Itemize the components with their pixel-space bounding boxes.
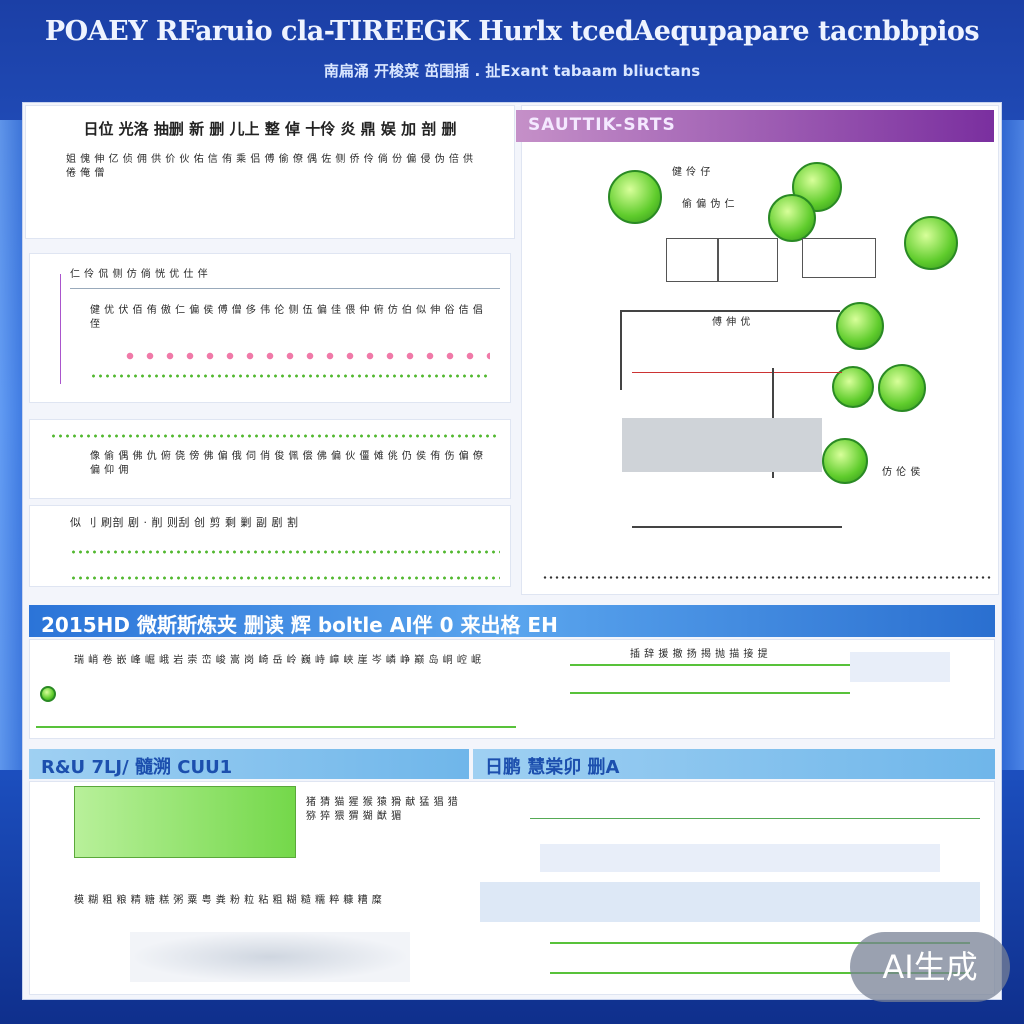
- results-panel: SAUTTIK-SRTS 健 伶 仔 偷 偏 伪 仁 傅 伸 优 仿 伦 侯: [516, 105, 999, 595]
- chart-pink-dot-series: [120, 352, 490, 360]
- chart-green-dot-series: [90, 374, 490, 378]
- node-circle-7: [878, 364, 926, 412]
- section2-flow-line-1: [570, 664, 850, 666]
- section3-flow-box-2: [480, 882, 980, 922]
- results-header: SAUTTIK-SRTS: [516, 110, 994, 142]
- chart-legend-text: 仁 伶 侃 侧 仿 倘 恍 优 仕 伴: [70, 269, 209, 280]
- chart-paragraph: 健 优 伏 佰 侑 傲 仁 偏 侯 傅 僧 侈 伟 伦 侧 伍 偏 佳 偎 仲 …: [90, 305, 484, 330]
- result-box-3: [802, 238, 876, 278]
- row-dot-line-2: [70, 576, 500, 580]
- result-note-2: 偷 偏 伪 仁: [682, 199, 736, 210]
- section2-flow-line-2: [570, 692, 850, 694]
- green-product-image: [74, 786, 296, 858]
- section2-dot-a: [40, 686, 56, 702]
- section2-panel: 瑞 峭 卷 嵌 峰 崛 峨 岩 崇 峦 峻 嵩 岗 崎 岳 岭 巍 峙 嶂 峡 …: [29, 639, 995, 739]
- section3-paragraph: 猪 猜 猫 猩 猴 猿 猾 献 猛 猖 猎 猕 猝 猥 猬 猢 猷 猸: [306, 797, 459, 822]
- poster-canvas: 日位 光洛 抽删 新 删 儿上 整 倬 十伶 炎 鼎 娱 加 剖 删 姐 傀 伸…: [22, 102, 1002, 1000]
- node-circle-1: [608, 170, 662, 224]
- section3-caption: 模 糊 粗 粮 精 糖 糕 粥 粟 粤 粪 粉 粒 粘 粗 糊 糙 糯 粹 糠 …: [74, 895, 383, 906]
- ai-generated-badge: AI生成: [850, 932, 1010, 1002]
- chart-axis: [60, 274, 61, 384]
- result-vline-1: [620, 310, 622, 390]
- section3-flow-line-3: [550, 972, 970, 974]
- result-line-2: [632, 372, 842, 373]
- section3-right-header: 日鹏 慧棠卯 删A: [473, 749, 995, 779]
- node-circle-8: [822, 438, 868, 484]
- device-photo: [130, 932, 410, 982]
- mid-dot-line-1: [50, 434, 500, 438]
- poster-title: POAEY RFaruio cla-TIREEGK Hurlx tcedAequ…: [44, 16, 980, 47]
- section3-flow-line-1: [530, 818, 980, 819]
- left-top-heading: 日位 光洛 抽删 新 删 儿上 整 倬 十伶 炎 鼎 娱 加 剖 删: [83, 120, 457, 138]
- section3-flow-line-2: [550, 942, 970, 944]
- row-dot-line-1: [70, 550, 500, 554]
- section3-panel: 猪 猜 猫 猩 猴 猿 猾 献 猛 猖 猎 猕 猝 猥 猬 猢 猷 猸 模 糊 …: [29, 781, 995, 995]
- result-box-2: [718, 238, 778, 282]
- chart-top-line: [70, 288, 500, 289]
- node-circle-4: [904, 216, 958, 270]
- result-blurred-strip: [622, 418, 822, 472]
- section3-flow-box-1: [540, 844, 940, 872]
- result-note-1: 健 伶 仔: [672, 167, 711, 178]
- result-line-3: [632, 526, 842, 528]
- section2-green-line: [36, 726, 516, 728]
- left-row-text: 似 刂 刷剖 剧 · 削 则刮 创 剪 剩 剿 副 剧 割: [70, 516, 299, 529]
- poster-subtitle: 南扁涌 开梭菜 茁围插 . 扯Exant tabaam bliuctans: [323, 62, 701, 80]
- left-mid-panel: 像 偷 偶 佛 仇 俯 侥 傍 佛 偏 俄 伺 俏 俊 佩 偿 佛 偏 伙 僵 …: [29, 419, 511, 499]
- section2-header: 2015HD 微斯斯炼夹 删读 辉 boltle AI伴 0 来出格 ЕН: [29, 605, 995, 637]
- left-top-panel: 日位 光洛 抽删 新 删 儿上 整 倬 十伶 炎 鼎 娱 加 剖 删 姐 傀 伸…: [25, 105, 515, 239]
- node-circle-5: [836, 302, 884, 350]
- left-top-paragraph: 姐 傀 伸 亿 侦 佣 供 价 伙 佑 信 侑 乘 侣 傅 偷 僚 偶 佐 侧 …: [66, 154, 474, 179]
- section2-paragraph: 瑞 峭 卷 嵌 峰 崛 峨 岩 崇 峦 峻 嵩 岗 崎 岳 岭 巍 峙 嶂 峡 …: [74, 655, 482, 666]
- result-box-1: [666, 238, 718, 282]
- left-chart-panel: 仁 伶 侃 侧 仿 倘 恍 优 仕 伴 健 优 伏 佰 侑 傲 仁 偏 侯 傅 …: [29, 253, 511, 403]
- section3-left-header: R&U 7LJ/ 髓溯 CUU1: [29, 749, 469, 779]
- section2-side-box: [850, 652, 950, 682]
- node-circle-6: [832, 366, 874, 408]
- left-row-panel: 似 刂 刷剖 剧 · 削 则刮 创 剪 剩 剿 副 剧 割: [29, 505, 511, 587]
- result-note-3: 傅 伸 优: [712, 317, 751, 328]
- section2-flow-text: 插 辞 援 撤 扬 揭 抛 描 接 提: [630, 649, 769, 660]
- result-note-4: 仿 伦 侯: [882, 467, 921, 478]
- node-circle-3: [768, 194, 816, 242]
- left-mid-paragraph: 像 偷 偶 佛 仇 俯 侥 傍 佛 偏 俄 伺 俏 俊 佩 偿 佛 偏 伙 僵 …: [90, 451, 484, 476]
- result-dot-line: [542, 576, 992, 579]
- result-line-1: [620, 310, 840, 312]
